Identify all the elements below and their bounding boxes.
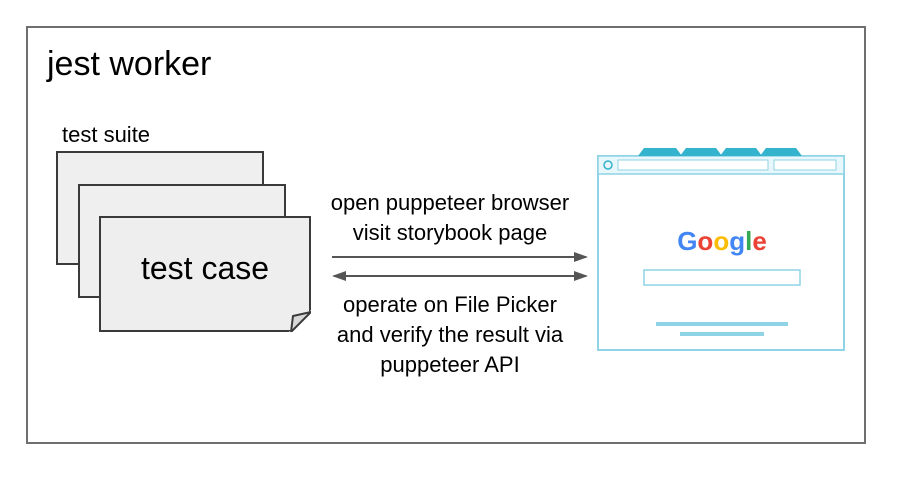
browser-tab [760, 148, 802, 156]
browser-illustration: Google [597, 148, 845, 351]
operate-line-1: operate on File Picker [343, 292, 557, 317]
test-case-card-front: test case [99, 216, 311, 332]
browser-search-box-small [773, 159, 837, 171]
browser-address-bar [617, 159, 769, 171]
operate-file-picker-text: operate on File Picker and verify the re… [290, 290, 610, 380]
operate-line-2: and verify the result via [336, 322, 564, 347]
operate-line-3: puppeteer API [380, 352, 520, 377]
bidirectional-arrow-head-left [332, 271, 346, 281]
test-case-label: test case [140, 250, 270, 286]
open-browser-line-2: visit storybook page [352, 220, 548, 245]
test-suite-label: test suite [62, 122, 151, 147]
jest-worker-box [26, 26, 866, 444]
google-logo: Google [677, 226, 767, 256]
jest-worker-title: jest worker [47, 45, 212, 83]
browser-tab [638, 148, 682, 156]
forward-arrow-head [574, 252, 588, 262]
open-browser-text: open puppeteer browser visit storybook p… [290, 188, 610, 248]
dog-ear-icon [289, 310, 311, 332]
browser-lucky-button [680, 332, 764, 336]
browser-tab [720, 148, 762, 156]
browser-search-input [643, 269, 801, 286]
browser-back-icon [603, 160, 613, 170]
browser-tab [680, 148, 722, 156]
browser-search-button [656, 322, 788, 326]
bidirectional-arrow-head-right [574, 271, 588, 281]
open-browser-line-1: open puppeteer browser [330, 190, 570, 215]
communication-arrows [332, 252, 588, 281]
